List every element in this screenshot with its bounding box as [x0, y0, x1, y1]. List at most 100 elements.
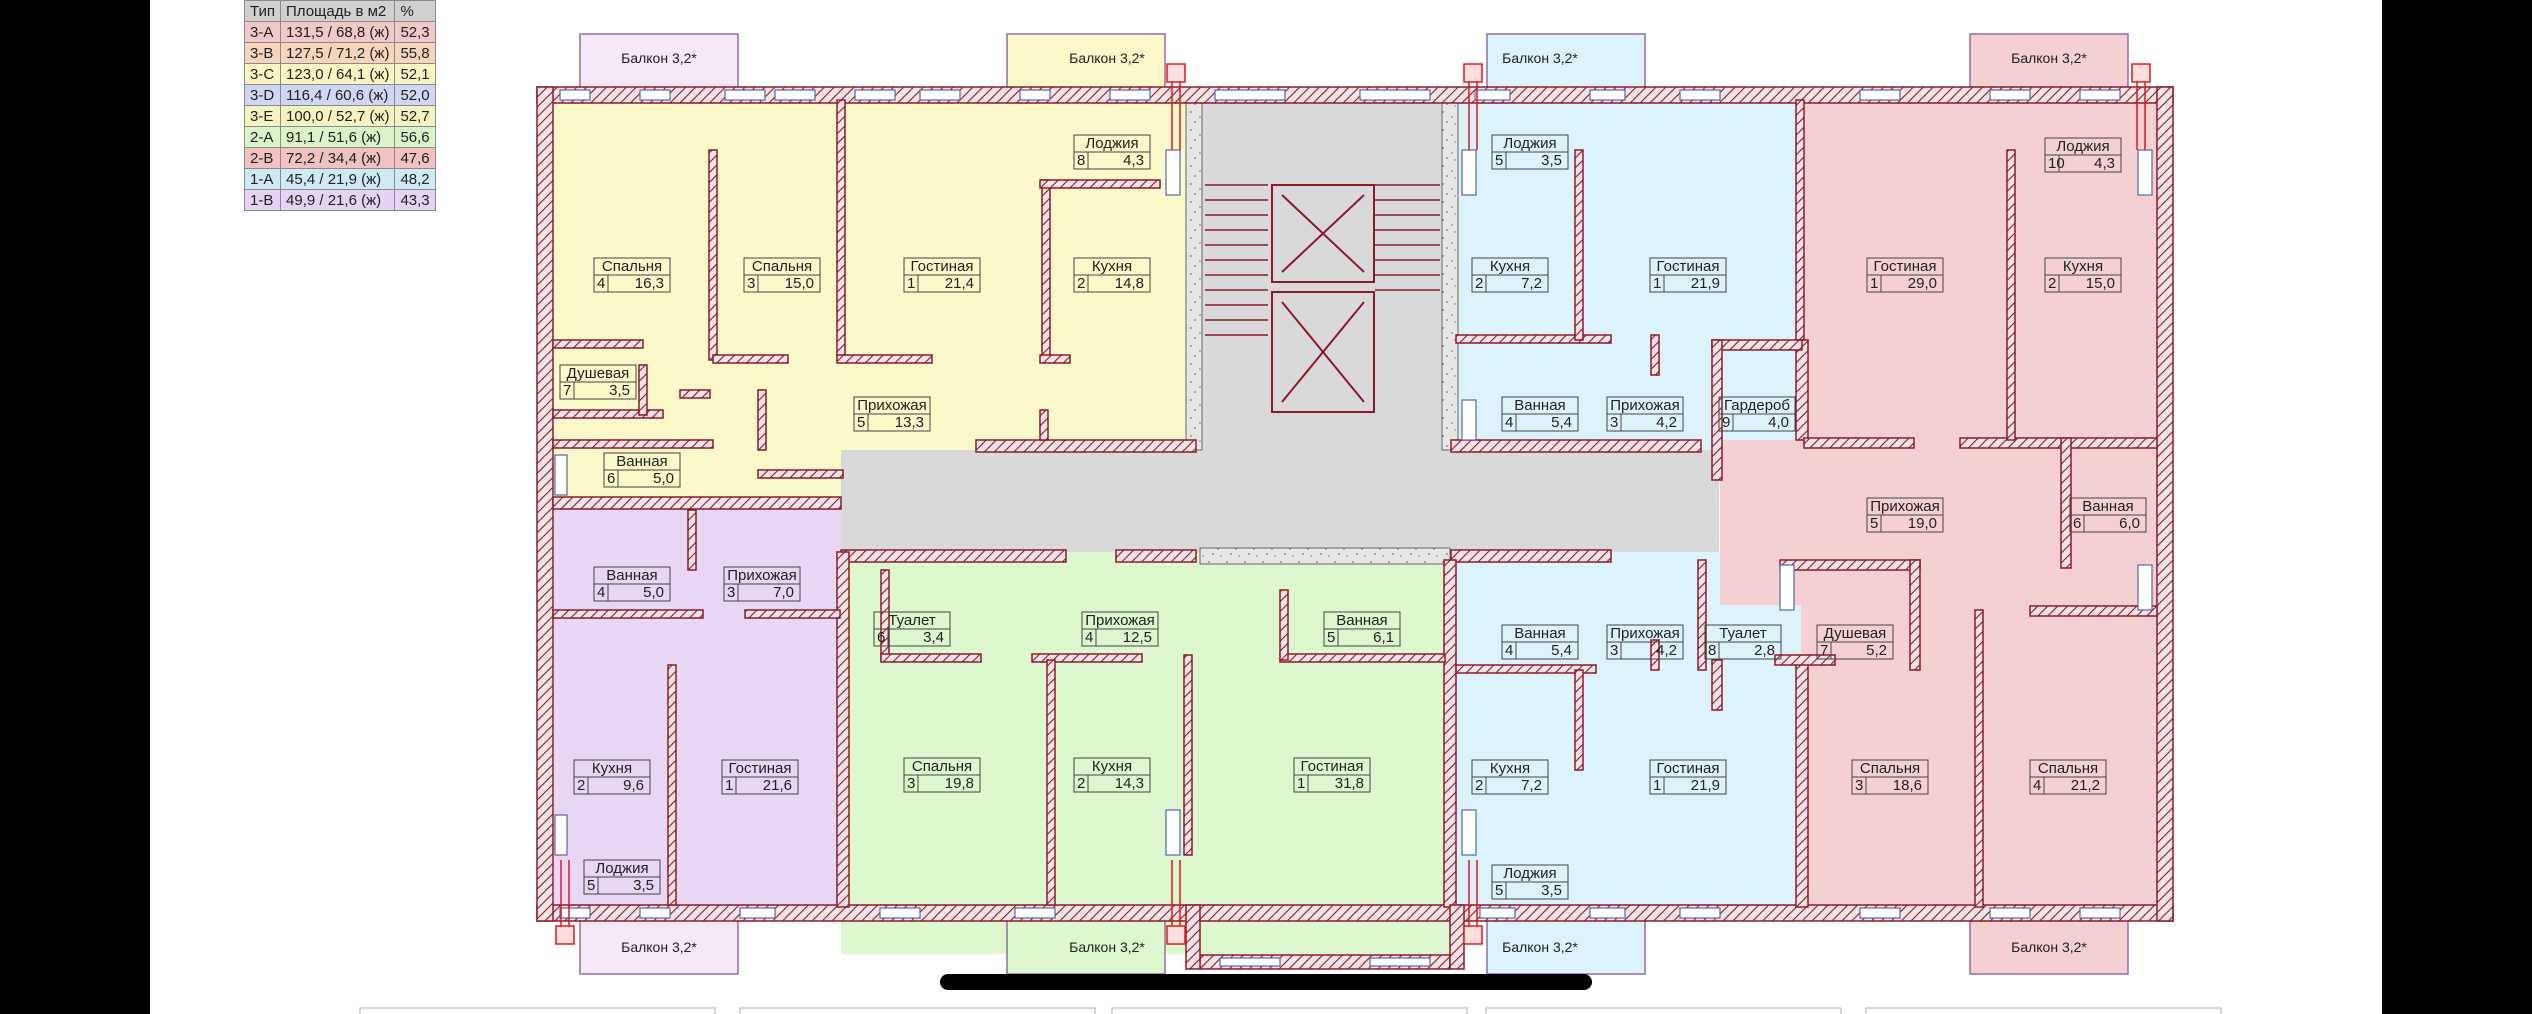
elevator-shafts	[1271, 184, 1375, 413]
room-area: 3,5	[1541, 882, 1562, 899]
room-area: 7,2	[1521, 777, 1542, 794]
window	[1219, 957, 1281, 967]
balcony-label: Балкон 3,2*	[1069, 50, 1145, 66]
wall	[2029, 605, 2158, 617]
window	[1461, 149, 1477, 196]
room-name: Ванная	[2082, 498, 2133, 515]
room-number: 3	[727, 584, 735, 601]
window	[1109, 89, 1151, 101]
window	[1214, 89, 1286, 101]
legend-header-row: Тип Площадь в м2 %	[243, 0, 436, 22]
apartment-3c-fill	[554, 100, 1194, 497]
window	[1461, 399, 1477, 441]
wall	[1039, 179, 1161, 189]
window	[1165, 809, 1181, 856]
balcony	[1006, 917, 1166, 975]
wall	[1779, 559, 1921, 571]
room-name: Кухня	[1490, 258, 1530, 275]
room-name: Спальня	[1860, 760, 1920, 777]
wall	[552, 339, 644, 349]
room-number: 1	[1653, 777, 1661, 794]
room-area: 2,8	[1754, 642, 1775, 659]
room-area: 3,5	[633, 877, 654, 894]
wall	[975, 439, 1197, 453]
room-number: 1	[1297, 775, 1305, 792]
room-name: Туалет	[888, 612, 936, 629]
wall	[679, 389, 711, 399]
balcony-label: Балкон 3,2*	[2011, 50, 2087, 66]
room-name: Спальня	[602, 258, 662, 275]
legend-area: 116,4 / 60,6 (ж)	[280, 84, 396, 106]
room-area: 18,6	[1893, 777, 1922, 794]
window	[1369, 957, 1431, 967]
room-area: 3,4	[923, 629, 944, 646]
wall	[1803, 437, 1915, 449]
room-number: 3	[1610, 642, 1618, 659]
room-name: Ванная	[616, 453, 667, 470]
room-number: 5	[1495, 882, 1503, 899]
room-area: 19,8	[945, 775, 974, 792]
wall	[1449, 904, 1465, 970]
room-name: Кухня	[1092, 758, 1132, 775]
room-name: Спальня	[2038, 760, 2098, 777]
legend-type: 1-B	[243, 189, 282, 211]
wall	[1046, 659, 1056, 906]
room-area: 6,1	[1373, 629, 1394, 646]
wall	[836, 551, 850, 908]
window	[879, 907, 921, 919]
room-name: Гардероб	[1724, 397, 1790, 414]
balcony	[579, 33, 739, 93]
room-area: 12,5	[1123, 629, 1152, 646]
ventilation-markers	[555, 63, 2151, 945]
balcony-label: Балкон 3,2*	[1069, 939, 1145, 955]
wall	[757, 469, 844, 479]
outer-wall-bottom	[536, 904, 2174, 922]
legend-percent: 52,3	[394, 21, 436, 43]
legend-percent: 52,1	[394, 63, 436, 85]
room-number: 3	[907, 775, 915, 792]
wall	[744, 609, 841, 619]
wall	[1455, 334, 1612, 344]
window	[1679, 89, 1721, 101]
room-name: Ванная	[1514, 625, 1565, 642]
wall	[1774, 654, 1836, 666]
legend-row: 1-B 49,9 / 21,6 (ж)43,3	[243, 189, 436, 211]
room-number: 2	[1475, 777, 1483, 794]
wall	[1795, 659, 1809, 908]
room-name: Прихожая	[1085, 612, 1155, 629]
window	[1019, 89, 1051, 101]
wall	[552, 409, 664, 419]
room-area: 14,8	[1115, 275, 1144, 292]
vent-marker	[555, 925, 575, 945]
room-name: Прихожая	[857, 397, 927, 414]
wall	[552, 609, 704, 619]
room-name: Кухня	[2063, 258, 2103, 275]
room-area: 21,9	[1691, 275, 1720, 292]
window	[2079, 907, 2121, 919]
room-area: 4,3	[1123, 152, 1144, 169]
legend-header-area: Площадь в м2	[280, 0, 396, 22]
room-area: 4,2	[1656, 642, 1677, 659]
room-name: Гостиная	[1657, 258, 1720, 275]
room-name: Лоджия	[1085, 135, 1138, 152]
room-number: 4	[597, 584, 605, 601]
outer-wall-right	[2156, 86, 2174, 922]
legend-type: 3-E	[243, 105, 282, 127]
room-name: Ванная	[606, 567, 657, 584]
wall	[1115, 549, 1197, 563]
wall	[1279, 589, 1289, 661]
window	[1461, 809, 1477, 856]
